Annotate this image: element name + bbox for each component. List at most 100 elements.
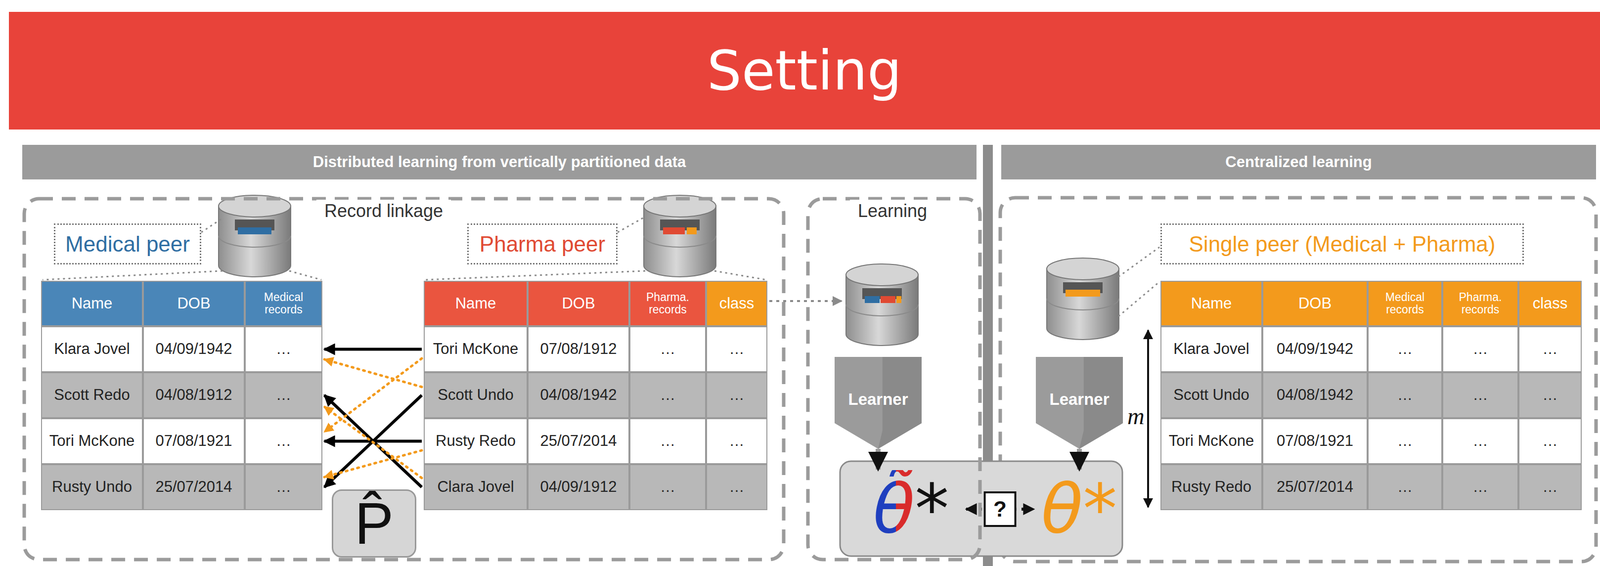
learner-shape: [834, 356, 922, 449]
table-cell: …: [1442, 372, 1519, 419]
table-cell: Scott Redo: [41, 372, 143, 419]
table-cell: 04/08/1942: [527, 372, 630, 419]
cell-text: Name: [1191, 295, 1233, 312]
table-cell: Pharma. records: [629, 280, 707, 327]
cell-text: Scott Redo: [53, 386, 130, 404]
cell-text: …: [1472, 478, 1489, 496]
cell-text: …: [1542, 340, 1558, 358]
table-cell: …: [629, 418, 707, 465]
cell-text: …: [660, 478, 676, 496]
cell-text: Tori McKone: [49, 432, 135, 450]
connector: [324, 359, 422, 388]
database-icon: [643, 195, 716, 277]
section-title: Distributed learning from vertically par…: [312, 153, 686, 172]
cell-text: …: [1472, 386, 1489, 404]
table-cell: Scott Undo: [423, 372, 528, 419]
table-cell: …: [1367, 372, 1443, 419]
table-cell: Tori McKone: [1160, 418, 1263, 465]
slide-title: Setting: [707, 39, 902, 103]
cell-text: …: [1472, 432, 1489, 450]
peer-label: Single peer (Medical + Pharma): [1160, 223, 1524, 265]
region-label: Learning: [849, 199, 935, 223]
cell-text: DOB: [561, 295, 595, 312]
edge-label: ?: [983, 491, 1017, 528]
database-icon: [1046, 258, 1119, 340]
dimension-label: m: [1127, 402, 1145, 430]
connector: [324, 395, 422, 488]
cell-text: …: [1397, 478, 1413, 496]
cell-text: 07/08/1921: [1276, 432, 1354, 450]
table-row: Clara Jovel 04/09/1912 … …: [423, 464, 768, 511]
cell-text: DOB: [1298, 295, 1332, 312]
table-cell: DOB: [1262, 280, 1368, 327]
cell-text: DOB: [177, 295, 211, 312]
table-cell: …: [244, 464, 323, 511]
cell-text: Pharma. records: [632, 291, 704, 317]
table-row: Rusty Redo 25/07/2014 … … …: [1160, 464, 1582, 511]
table-cell: …: [1518, 326, 1582, 373]
dashed-region: Record linkageMedical peerNameDOBMedical…: [22, 196, 786, 562]
table-cell: Rusty Redo: [1160, 464, 1263, 511]
learner-shape: [1035, 356, 1123, 449]
table-cell: …: [706, 464, 768, 511]
learner-label: Learner: [834, 390, 922, 409]
section-header-bar: Centralized learning: [1001, 144, 1597, 180]
table-cell: Tori McKone: [423, 326, 528, 373]
cell-text: 25/07/2014: [1276, 478, 1354, 496]
table-cell: 04/09/1942: [1262, 326, 1368, 373]
cell-text: class: [719, 295, 755, 312]
cell-text: Medical records: [247, 291, 320, 317]
table-row: Rusty Redo25/07/2014……: [423, 418, 768, 465]
table-cell: …: [244, 326, 323, 373]
table-row: Tori McKone07/08/1921…: [41, 418, 323, 465]
table-cell: …: [1367, 464, 1443, 511]
cell-text: 04/09/1942: [1276, 340, 1354, 358]
table-cell: …: [706, 326, 768, 373]
peer-name: Medical peer: [65, 231, 190, 257]
connector: [324, 348, 422, 352]
table-cell: 04/09/1912: [527, 464, 630, 511]
permutation-box: P̂: [331, 489, 417, 558]
section-title: Centralized learning: [1225, 153, 1372, 172]
table-row: Klara Jovel04/09/1942…: [41, 326, 323, 373]
table-cell: …: [1518, 464, 1582, 511]
connector: [324, 358, 422, 433]
cell-text: 04/09/1912: [539, 478, 617, 496]
cell-text: Name: [71, 295, 113, 312]
table-cell: DOB: [142, 280, 245, 327]
region-outline: [807, 198, 980, 560]
table-cell: Klara Jovel: [1160, 326, 1263, 373]
dimension-arrow: [1147, 330, 1150, 508]
table-cell: …: [1442, 418, 1519, 465]
table-cell: Name: [423, 280, 528, 327]
cell-text: …: [660, 386, 676, 404]
table-cell: Medical records: [1367, 280, 1443, 327]
cell-text: Medical records: [1370, 291, 1440, 317]
peer-label: Pharma peer: [467, 223, 618, 265]
table-cell: Medical records: [244, 280, 323, 327]
cell-text: …: [1542, 432, 1558, 450]
table-cell: 07/08/1921: [142, 418, 245, 465]
table-row: Scott Undo04/08/1942………: [1160, 372, 1582, 419]
cell-text: Klara Jovel: [1173, 340, 1249, 358]
learner-block: Learner: [834, 356, 922, 449]
table-cell: …: [1518, 418, 1582, 465]
parameter-symbol: θ*: [1041, 470, 1117, 549]
table-cell: 25/07/2014: [1262, 464, 1368, 511]
cell-text: Scott Undo: [437, 386, 514, 404]
peer-label: Medical peer: [53, 223, 202, 265]
learner-label: Learner: [1035, 390, 1123, 409]
cell-text: Rusty Redo: [1171, 478, 1252, 496]
table-cell: Clara Jovel: [423, 464, 528, 511]
cell-text: Tori McKone: [433, 340, 519, 358]
table-row: Scott Redo04/08/1912…: [41, 372, 323, 419]
cell-text: 04/08/1912: [155, 386, 232, 404]
table-cell: …: [1518, 372, 1582, 419]
table-cell: …: [706, 372, 768, 419]
cell-text: Tori McKone: [1168, 432, 1254, 450]
cell-text: Rusty Undo: [51, 478, 133, 496]
table-cell: …: [1367, 418, 1443, 465]
table-cell: 25/07/2014: [142, 464, 245, 511]
table-cell: 25/07/2014: [527, 418, 630, 465]
